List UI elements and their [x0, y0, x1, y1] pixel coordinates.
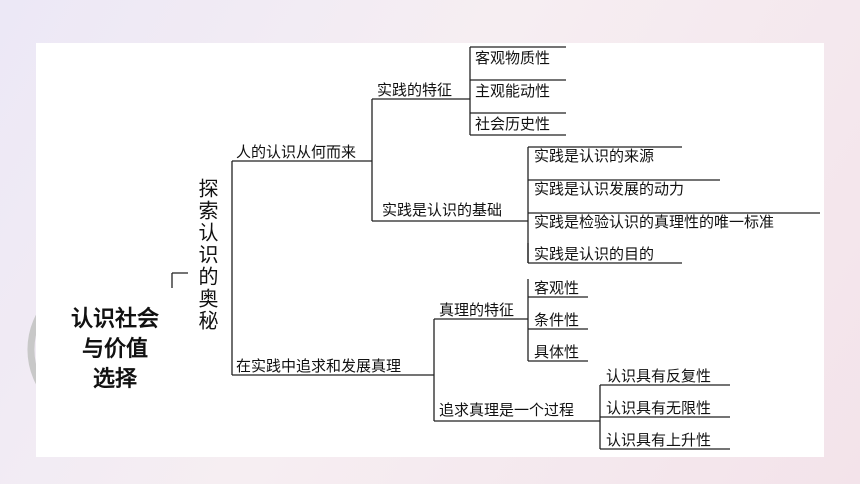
section-title: 探索认识的奥秘 — [195, 178, 219, 332]
sub-branch-label: 真理的特征 — [439, 301, 515, 319]
leaf-label: 实践是认识的来源 — [534, 147, 655, 165]
sub-branch-label: 追求真理是一个过程 — [439, 401, 575, 419]
leaf-label: 认识具有上升性 — [606, 431, 712, 449]
leaf-label: 客观性 — [534, 279, 580, 297]
leaf-label: 实践是认识发展的动力 — [534, 180, 685, 198]
mind-map-card: 人的认识从何而来 实践的特征 客观物质性 主观能动性 社会历史性 实践是认识的基… — [36, 43, 824, 457]
leaf-label: 认识具有反复性 — [606, 367, 712, 385]
sub-branch-label: 实践是认识的基础 — [382, 201, 503, 219]
topic-badge: 认识社会 与价值 选择 — [70, 307, 159, 392]
leaf-label: 具体性 — [534, 343, 580, 361]
leaf-label: 社会历史性 — [475, 115, 551, 133]
leaf-label: 认识具有无限性 — [606, 399, 712, 417]
leaf-label: 主观能动性 — [475, 82, 551, 100]
branch-label: 在实践中追求和发展真理 — [236, 357, 402, 375]
leaf-label: 实践是检验认识的真理性的唯一标准 — [534, 213, 775, 231]
connector-lines — [171, 46, 820, 450]
leaf-label: 条件性 — [534, 311, 580, 329]
leaf-label: 实践是认识的目的 — [534, 245, 655, 263]
branch-label: 人的认识从何而来 — [236, 143, 357, 161]
sub-branch-label: 实践的特征 — [377, 81, 453, 99]
leaf-label: 客观物质性 — [475, 49, 551, 67]
